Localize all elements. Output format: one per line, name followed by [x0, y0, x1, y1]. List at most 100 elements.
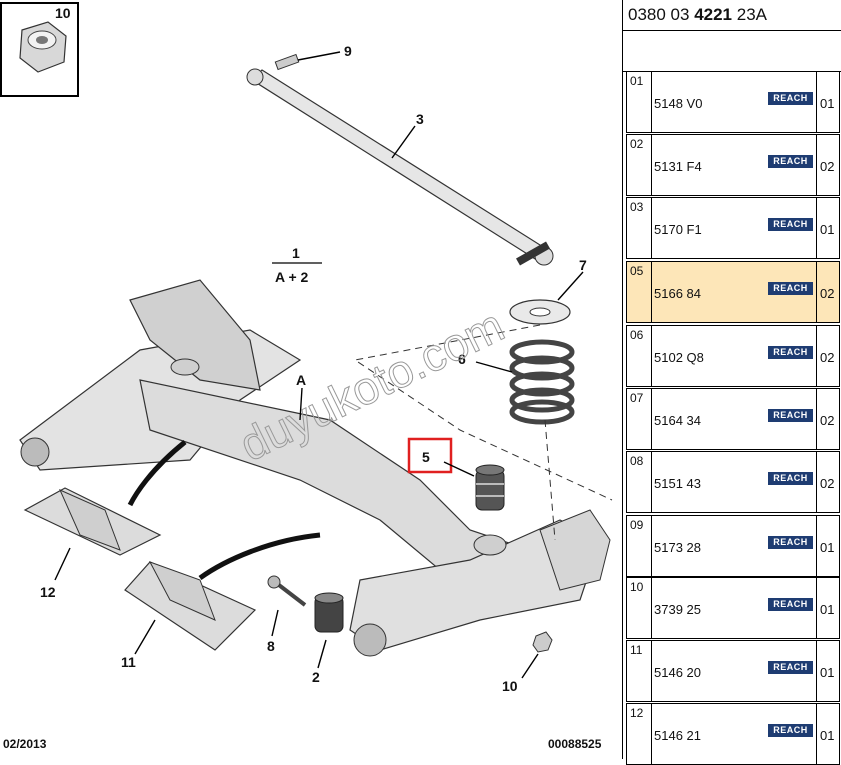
row-index: 09: [630, 518, 644, 532]
row-divider: [816, 72, 817, 132]
document-reference: 0380 03 4221 23A: [623, 0, 841, 31]
row-index: 08: [630, 454, 644, 468]
callout-7: 7: [579, 257, 587, 273]
reach-badge: REACH: [768, 346, 813, 359]
part-bushing-2[interactable]: [314, 592, 344, 633]
row-divider: [651, 452, 652, 512]
callout-8: 8: [267, 638, 275, 654]
part-number[interactable]: 5173 28: [654, 540, 701, 555]
part-row-06[interactable]: 06 5102 Q8 REACH 02: [626, 325, 840, 387]
part-row-12[interactable]: 12 5146 21 REACH 01: [626, 703, 840, 765]
part-bolt-9[interactable]: [274, 53, 300, 71]
callout-10-inset: 10: [55, 5, 71, 21]
quantity: 02: [820, 413, 835, 428]
part-heat-shield-12[interactable]: [23, 487, 162, 556]
quantity: 01: [820, 665, 835, 680]
inset-nut-box[interactable]: 10: [0, 2, 79, 97]
part-number[interactable]: 5148 V0: [654, 96, 703, 111]
callout-6: 6: [458, 351, 466, 367]
quantity: 02: [820, 350, 835, 365]
reach-badge: REACH: [768, 536, 813, 549]
quantity: 01: [820, 728, 835, 743]
part-row-11[interactable]: 11 5146 20 REACH 01: [626, 640, 840, 702]
highlight-box-5: [407, 437, 453, 474]
row-divider: [651, 641, 652, 701]
callout-2: 2: [312, 669, 320, 685]
diagram-date: 02/2013: [3, 737, 47, 751]
row-divider: [816, 452, 817, 512]
reach-badge: REACH: [768, 92, 813, 105]
row-divider: [816, 704, 817, 764]
exploded-parts-diagram: 10 9 3 1 A + 2 A 7: [0, 2, 613, 694]
callout-11: 11: [121, 654, 136, 670]
row-index: 11: [630, 643, 643, 657]
quantity: 01: [820, 222, 835, 237]
row-index: 05: [630, 264, 644, 278]
quantity: 01: [820, 602, 835, 617]
reach-badge: REACH: [768, 472, 813, 485]
quantity: 01: [820, 540, 835, 555]
row-divider: [651, 198, 652, 258]
quantity: 01: [820, 96, 835, 111]
quantity: 02: [820, 159, 835, 174]
row-index: 12: [630, 706, 644, 720]
callout-1: 1: [292, 245, 300, 261]
row-divider: [816, 389, 817, 449]
row-divider: [651, 326, 652, 386]
part-anti-roll-bar[interactable]: [246, 68, 554, 266]
quantity: 02: [820, 286, 835, 301]
part-bolt-8[interactable]: [267, 575, 307, 607]
row-divider: [816, 516, 817, 576]
part-number[interactable]: 5151 43: [654, 476, 701, 491]
reach-badge: REACH: [768, 661, 813, 674]
callout-10: 10: [502, 678, 518, 694]
row-divider: [651, 262, 652, 322]
row-divider: [651, 389, 652, 449]
row-index: 10: [630, 580, 644, 594]
row-divider: [651, 516, 652, 576]
row-divider: [651, 135, 652, 195]
watermark: duyukoto.com: [232, 299, 512, 471]
part-number[interactable]: 5146 20: [654, 665, 701, 680]
part-spring-seat[interactable]: [509, 299, 571, 325]
row-divider: [651, 704, 652, 764]
part-row-10[interactable]: 10 3739 25 REACH 01: [626, 577, 840, 639]
row-index: 06: [630, 328, 644, 342]
part-bump-stop[interactable]: [475, 464, 505, 511]
part-nut-10[interactable]: [532, 631, 553, 653]
part-number[interactable]: 5166 84: [654, 286, 701, 301]
part-heat-shield-11[interactable]: [124, 561, 257, 651]
part-number[interactable]: 3739 25: [654, 602, 701, 617]
part-number[interactable]: 5102 Q8: [654, 350, 704, 365]
panel-header-spacer: [623, 31, 841, 72]
part-number[interactable]: 5146 21: [654, 728, 701, 743]
row-divider: [816, 135, 817, 195]
callout-A: A: [296, 372, 306, 388]
part-row-09[interactable]: 09 5173 28 REACH 01: [626, 515, 840, 577]
part-number[interactable]: 5164 34: [654, 413, 701, 428]
drawing-number: 00088525: [548, 737, 602, 751]
callout-1-formula: A + 2: [275, 269, 309, 285]
reach-badge: REACH: [768, 409, 813, 422]
row-divider: [816, 641, 817, 701]
callout-5: 5: [422, 449, 430, 465]
row-index: 03: [630, 200, 644, 214]
part-number[interactable]: 5131 F4: [654, 159, 702, 174]
part-number[interactable]: 5170 F1: [654, 222, 702, 237]
part-coil-spring[interactable]: [509, 339, 575, 425]
reach-badge: REACH: [768, 155, 813, 168]
reach-badge: REACH: [768, 724, 813, 737]
row-divider: [816, 578, 817, 638]
part-rear-axle-beam[interactable]: [19, 279, 611, 657]
row-divider: [651, 578, 652, 638]
parts-list-panel: 0380 03 4221 23A 01 5148 V0 REACH 01 02 5131 …: [622, 0, 841, 765]
reach-badge: REACH: [768, 598, 813, 611]
callout-12: 12: [40, 584, 56, 600]
callout-3: 3: [416, 111, 424, 127]
